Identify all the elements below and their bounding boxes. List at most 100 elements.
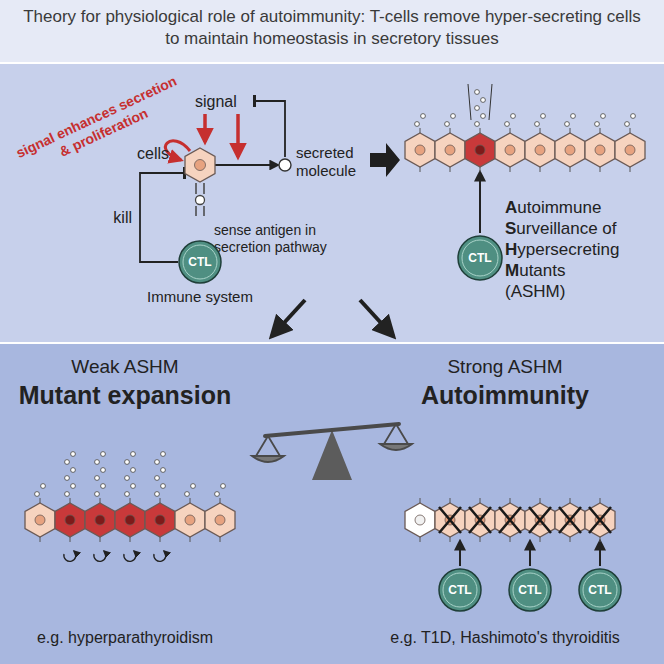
receptor [220, 498, 221, 503]
receptor [420, 498, 421, 503]
node-text: cells [137, 144, 169, 163]
receptor [510, 498, 511, 503]
cell-nucleus [65, 515, 75, 525]
cell-hexagon [555, 503, 585, 537]
cell-hexagon [585, 503, 615, 537]
attack-arrow [529, 541, 531, 566]
receptor [160, 537, 161, 542]
molecule-circle [279, 159, 291, 171]
secreted-dot [125, 460, 130, 465]
label: (ASHM) [505, 282, 565, 302]
node-text: CTL [448, 583, 471, 597]
split-arrow [272, 300, 305, 336]
receptor [190, 537, 191, 542]
receptor [450, 498, 451, 503]
secreted-dot [95, 476, 100, 481]
secreted-dot [185, 492, 190, 497]
receptor [630, 167, 631, 172]
dead-cross [559, 507, 581, 533]
cell-hexagon [435, 133, 465, 167]
secreted-dot [41, 484, 46, 489]
ctl-cell: CTL [457, 235, 503, 281]
secreted-dot [101, 468, 106, 473]
secreted-dot [595, 122, 600, 127]
receptor [420, 537, 421, 542]
receptor [195, 206, 197, 216]
node-text: CTL [588, 583, 611, 597]
receptor [220, 537, 221, 542]
ctl-ring [513, 573, 547, 607]
secreted-dot [475, 90, 480, 95]
receptor [160, 498, 161, 503]
ctl-circle [458, 236, 502, 280]
cell: cells [185, 148, 215, 182]
cell-nucleus [215, 515, 225, 525]
cell-nucleus [505, 145, 515, 155]
secretion-arrow [468, 84, 492, 120]
cell-nucleus [155, 515, 165, 525]
cell-hexagon [175, 503, 205, 537]
proliferation-curl [154, 551, 166, 561]
attack-arrow [479, 172, 481, 233]
bottom-panel [0, 344, 664, 664]
cell-nucleus [535, 145, 545, 155]
secreted-dot [215, 492, 220, 497]
attack-arrow [459, 541, 461, 566]
cell-hexagon [145, 503, 175, 537]
receptor [70, 498, 71, 503]
ctl-cell: CTL [508, 568, 552, 612]
inhibition-line [254, 101, 285, 157]
secreted-dot [481, 98, 486, 103]
secreted-dot [601, 114, 606, 119]
secreted-dot [131, 452, 136, 457]
connector [140, 173, 185, 262]
receptor [570, 537, 571, 542]
ctl-ring [443, 573, 477, 607]
secreted-dot [155, 460, 160, 465]
balance-pan [380, 424, 412, 450]
secreted-molecule: secreted molecule [278, 158, 292, 172]
cell-hexagon [115, 503, 145, 537]
secreted-dot [101, 452, 106, 457]
label: Weak ASHM [71, 356, 178, 379]
ctl-circle [509, 569, 551, 611]
antigen [196, 196, 205, 205]
receptor [130, 498, 131, 503]
node-text: CTL [188, 255, 211, 269]
receptor [480, 498, 481, 503]
secreted-dot [155, 492, 160, 497]
secreted-dot [571, 114, 576, 119]
secreted-dot [95, 492, 100, 497]
receptor [195, 183, 197, 194]
receptor [630, 128, 631, 133]
cell-hexagon [465, 133, 495, 167]
connector [215, 164, 278, 166]
secreted-dot [35, 492, 40, 497]
dead-cross [589, 507, 611, 533]
dead-cross [529, 507, 551, 533]
label: Autoimmunity [421, 380, 589, 410]
cell-nucleus [125, 515, 135, 525]
secreted-dot [65, 492, 70, 497]
ctl-circle [439, 569, 481, 611]
secreted-dot [131, 468, 136, 473]
proliferation-curl [94, 551, 106, 561]
secreted-dot [541, 114, 546, 119]
label: e.g. hyperparathyroidism [37, 628, 213, 647]
receptor [600, 537, 601, 542]
secreted-dot [101, 484, 106, 489]
secreted-dot [511, 114, 516, 119]
secreted-dot [421, 114, 426, 119]
receptor [510, 167, 511, 172]
receptor [450, 128, 451, 133]
cell-hexagon [435, 503, 465, 537]
secreted-dot [451, 114, 456, 119]
ctl-circle [179, 241, 221, 283]
secreted-dot [475, 106, 480, 111]
cell-nucleus [475, 145, 485, 155]
secreted-dot [505, 122, 510, 127]
ctl-cell: CTL [578, 568, 622, 612]
cell-nucleus [95, 515, 105, 525]
secreted-dot [65, 460, 70, 465]
secreted-dot [415, 122, 420, 127]
